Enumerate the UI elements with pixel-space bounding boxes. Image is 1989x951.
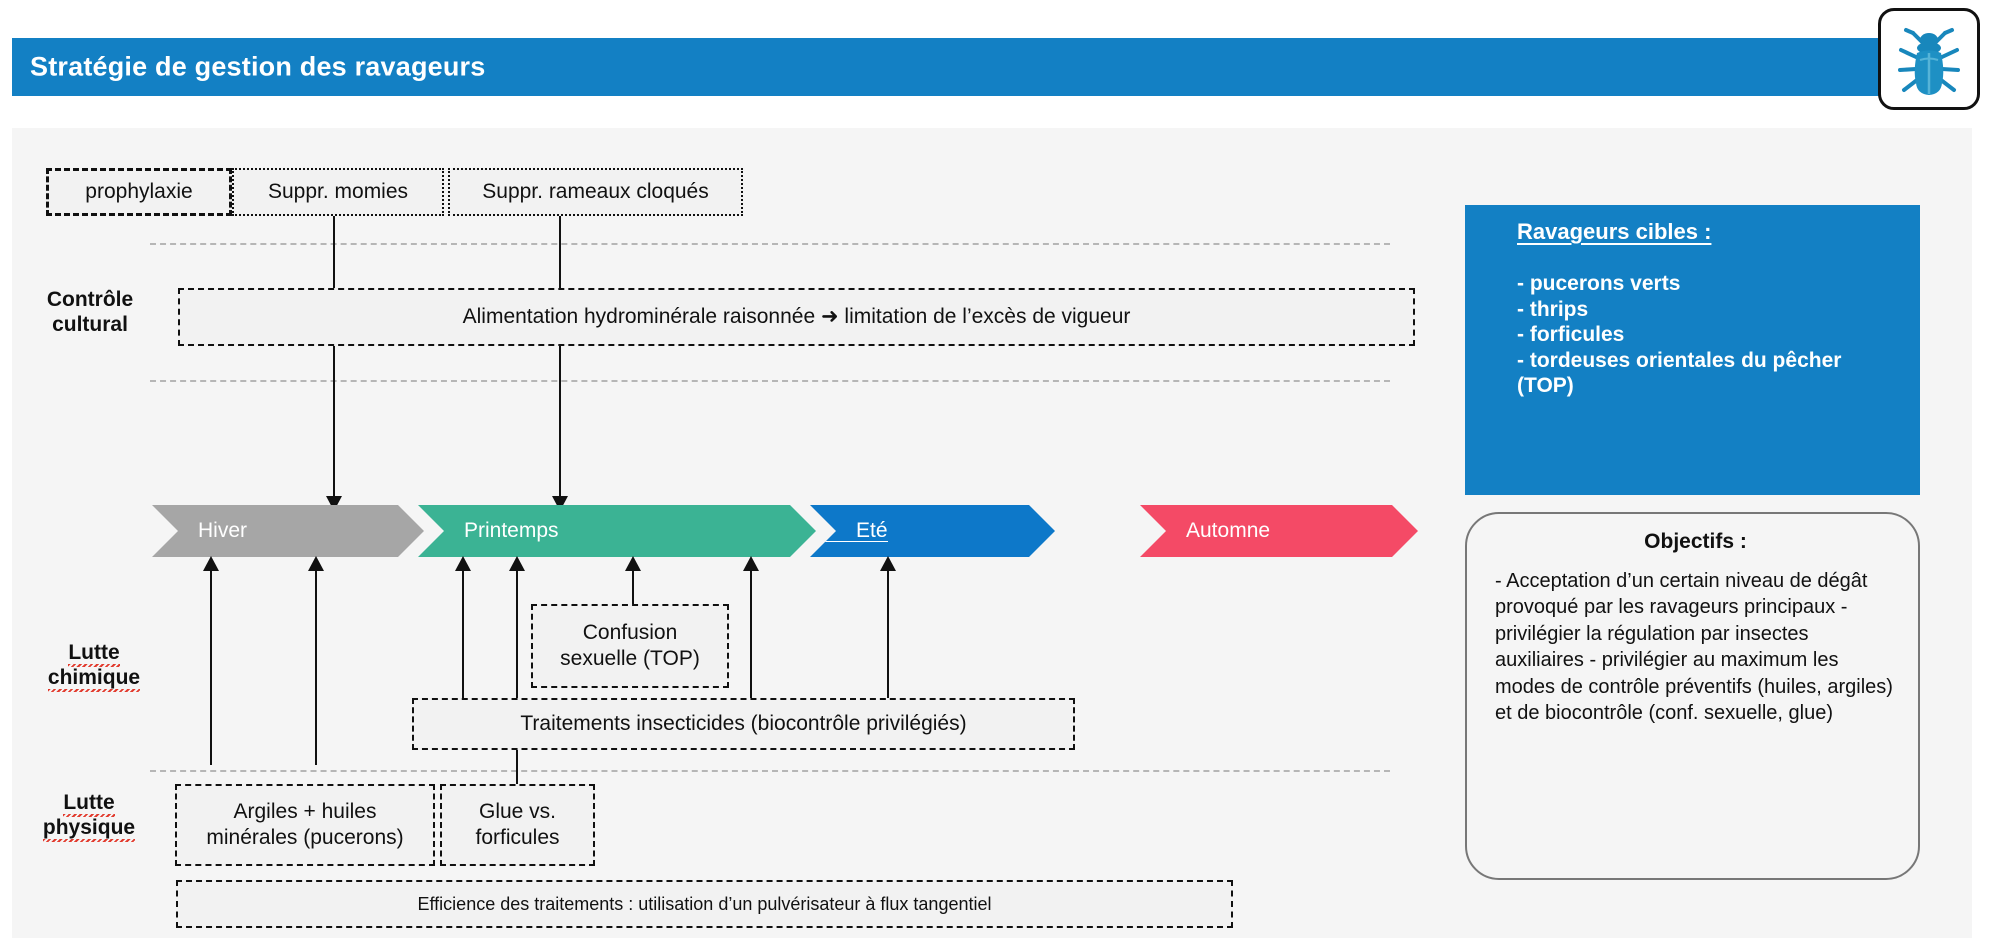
connector-momies xyxy=(333,216,335,290)
objectives-heading: Objectifs : xyxy=(1644,530,1747,553)
box-traitements-insecticides[interactable]: Traitements insecticides (biocontrôle pr… xyxy=(412,698,1075,750)
arrow-head-traitements-1 xyxy=(455,556,471,571)
beetle-icon xyxy=(1878,8,1980,110)
season-chevron-hiver[interactable]: Hiver xyxy=(152,505,424,557)
arrow-head-confusion xyxy=(625,556,641,571)
arrow-line-to-printemps xyxy=(559,346,561,501)
season-chevron-automne[interactable]: Automne xyxy=(1140,505,1418,557)
targets-panel: Ravageurs cibles : - pucerons verts - th… xyxy=(1465,205,1920,495)
connector-rameaux xyxy=(559,216,561,290)
arrow-head-traitements-2 xyxy=(743,556,759,571)
row-label-cultural: Contrôle cultural xyxy=(46,288,134,337)
box-suppr-rameaux-cloques[interactable]: Suppr. rameaux cloqués xyxy=(448,168,743,216)
target-item: - pucerons verts xyxy=(1517,272,1681,295)
arrow-line-confusion xyxy=(632,570,634,608)
arrow-line-traitements-1 xyxy=(462,570,464,698)
separator-chemical xyxy=(150,770,1390,772)
target-item: - tordeuses orientales du pêcher xyxy=(1517,348,1842,372)
targets-heading: Ravageurs cibles : xyxy=(1517,219,1712,244)
separator-cultural xyxy=(150,380,1390,382)
separator-top xyxy=(150,243,1390,245)
objectives-panel: Objectifs : - Acceptation d’un certain n… xyxy=(1465,512,1920,880)
target-item: (TOP) xyxy=(1517,374,1574,398)
arrow-head-argiles-hiver xyxy=(203,556,219,571)
arrow-head-argiles-hiver-2 xyxy=(308,556,324,571)
box-alimentation-hydrominerale[interactable]: Alimentation hydrominérale raisonnée ➜ l… xyxy=(178,288,1415,346)
arrow-line-traitements-3 xyxy=(887,570,889,698)
arrow-line-argiles-hiver-2 xyxy=(315,570,317,765)
box-glue-forficules[interactable]: Glue vs. forficules xyxy=(440,784,595,866)
target-item: - forficules xyxy=(1517,323,1625,347)
season-chevron-ete[interactable]: Eté xyxy=(810,505,1055,557)
box-confusion-sexuelle[interactable]: Confusion sexuelle (TOP) xyxy=(531,604,729,688)
arrow-head-traitements-3 xyxy=(880,556,896,571)
target-item: - thrips xyxy=(1517,297,1589,321)
arrow-line-argiles-hiver xyxy=(210,570,212,765)
targets-list: - pucerons verts - thrips - forficules -… xyxy=(1487,271,1904,399)
page-title: Stratégie de gestion des ravageurs xyxy=(30,51,486,82)
box-prophylaxie[interactable]: prophylaxie xyxy=(46,168,232,216)
season-chevron-printemps[interactable]: Printemps xyxy=(418,505,816,557)
arrow-line-to-hiver xyxy=(333,346,335,501)
box-argiles-huiles[interactable]: Argiles + huiles minérales (pucerons) xyxy=(175,784,435,866)
row-label-physical: Lutte physique xyxy=(42,791,136,843)
arrow-line-traitements-2 xyxy=(750,570,752,698)
box-suppr-momies[interactable]: Suppr. momies xyxy=(232,168,444,216)
arrow-head-glue xyxy=(509,556,525,571)
title-banner: Stratégie de gestion des ravageurs xyxy=(12,38,1912,96)
objectives-body: - Acceptation d’un certain niveau de dég… xyxy=(1495,570,1893,724)
box-efficience-traitements[interactable]: Efficience des traitements : utilisation… xyxy=(176,880,1233,928)
connector-traitements-argiles xyxy=(516,750,518,782)
row-label-chemical: Lutte chimique xyxy=(47,641,141,693)
